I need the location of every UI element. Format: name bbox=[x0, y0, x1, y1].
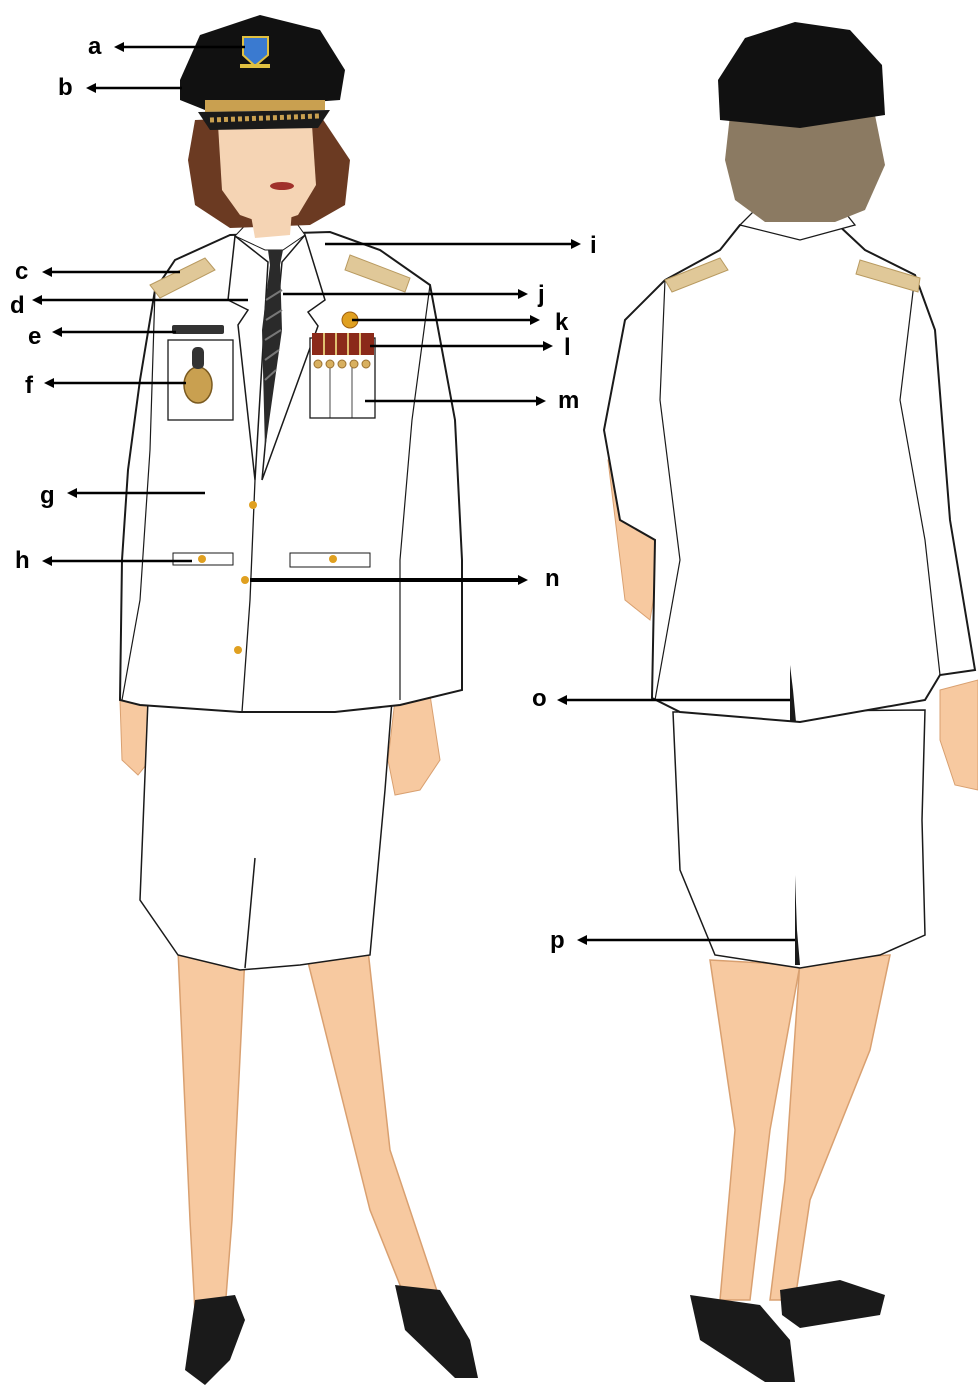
button-icon bbox=[241, 576, 249, 584]
button-icon bbox=[249, 501, 257, 509]
label-j: j bbox=[537, 281, 545, 308]
label-m: m bbox=[558, 387, 579, 414]
front-left-leg bbox=[178, 950, 245, 1312]
label-a: a bbox=[88, 33, 102, 60]
front-neck bbox=[250, 210, 292, 238]
back-skirt bbox=[673, 710, 925, 968]
label-l: l bbox=[564, 334, 571, 361]
button-icon bbox=[329, 555, 337, 563]
label-n: n bbox=[545, 565, 560, 592]
label-f: f bbox=[25, 372, 34, 399]
front-right-leg bbox=[305, 950, 440, 1310]
pocket-badge-icon bbox=[184, 367, 212, 403]
label-c: c bbox=[15, 258, 28, 285]
pocket-badge-clip bbox=[192, 347, 204, 369]
cap-chinstrap-icon bbox=[205, 100, 325, 112]
button-icon bbox=[198, 555, 206, 563]
cap-badge-band bbox=[240, 64, 270, 68]
front-right-hand bbox=[388, 695, 440, 795]
label-e: e bbox=[28, 323, 41, 350]
front-skirt bbox=[140, 700, 392, 970]
front-cap bbox=[180, 15, 345, 110]
label-i: i bbox=[590, 232, 597, 259]
label-g: g bbox=[40, 482, 55, 509]
back-left-shoe bbox=[690, 1295, 795, 1382]
label-h: h bbox=[15, 547, 30, 574]
label-o: o bbox=[532, 685, 547, 712]
medal-ribbons-icon bbox=[312, 333, 374, 355]
back-hair bbox=[725, 115, 885, 222]
back-right-hand bbox=[940, 680, 978, 790]
front-lips bbox=[270, 182, 294, 190]
back-jacket bbox=[604, 220, 975, 722]
front-left-shoe bbox=[185, 1295, 245, 1385]
button-icon bbox=[234, 646, 242, 654]
back-cap bbox=[718, 22, 885, 128]
label-p: p bbox=[550, 927, 565, 954]
front-right-shoe bbox=[395, 1285, 478, 1378]
label-k: k bbox=[555, 309, 569, 336]
name-tag-icon bbox=[172, 325, 224, 334]
label-d: d bbox=[10, 292, 25, 319]
front-figure bbox=[120, 15, 478, 1385]
back-figure bbox=[604, 22, 978, 1382]
label-b: b bbox=[58, 74, 73, 101]
